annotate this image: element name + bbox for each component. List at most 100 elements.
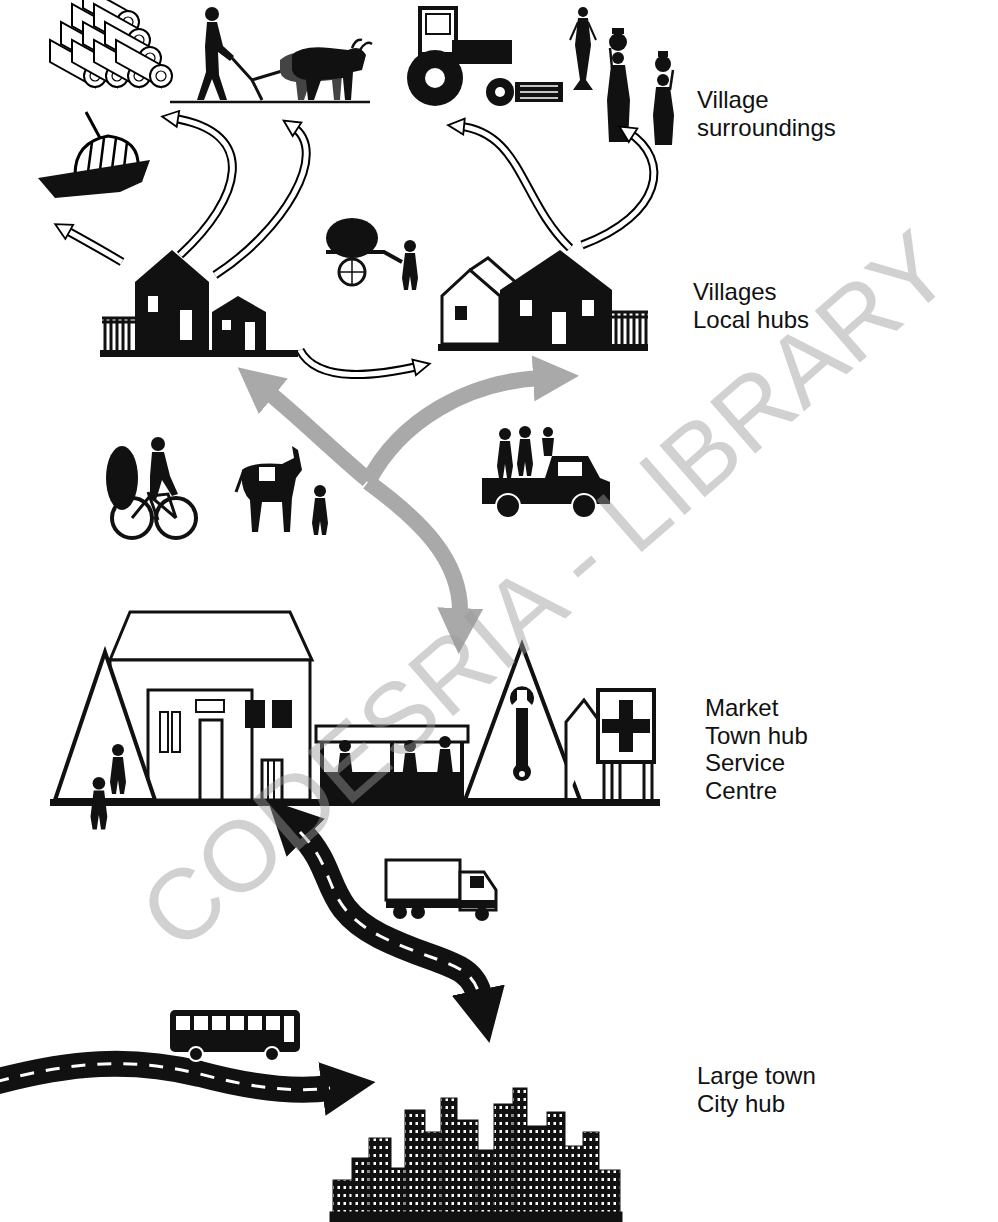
bus (189, 1047, 203, 1061)
market-building (148, 690, 252, 800)
city-skyline (526, 1126, 548, 1222)
level-label: Large town City hub (697, 1062, 827, 1117)
bus (194, 1016, 208, 1030)
pickup-truck (558, 462, 582, 476)
bicycle (106, 437, 196, 538)
clinic-sign (598, 690, 654, 762)
statue-figure (570, 7, 596, 90)
ploughman (170, 7, 370, 102)
road (0, 1064, 330, 1090)
village-houses (180, 310, 192, 340)
flow-arrow (458, 126, 570, 248)
workshop-sign (513, 763, 531, 781)
tractor (426, 14, 450, 34)
workshop-sign (519, 771, 525, 777)
workshop-sign (510, 686, 534, 705)
donkey (242, 446, 302, 532)
bus (284, 1016, 294, 1042)
oxen (292, 47, 366, 100)
tractor (425, 68, 445, 88)
boat (38, 112, 150, 198)
handcart (402, 240, 418, 290)
log-pile (116, 40, 172, 87)
workshop-sign (516, 708, 528, 766)
tractor (407, 8, 563, 106)
tractor (486, 78, 514, 106)
women-carrying-pots (653, 87, 674, 145)
city-skyline (513, 1088, 527, 1222)
pickup-truck (496, 494, 520, 518)
city-skyline (456, 1120, 478, 1222)
lorry (475, 907, 489, 921)
pickup-truck (517, 426, 533, 476)
handcart (339, 259, 365, 285)
handcart (326, 252, 402, 262)
bus (170, 1010, 300, 1061)
ploughman (197, 22, 234, 100)
clinic-sign (566, 700, 600, 800)
market-building (200, 720, 222, 800)
city-skyline (424, 1132, 442, 1222)
village-houses (616, 312, 646, 344)
donkey (258, 466, 276, 482)
level-label: Village surroundings (697, 86, 847, 141)
flow-arrow (64, 118, 654, 375)
flow-arrow (172, 118, 232, 255)
village-houses (245, 322, 255, 350)
ploughman (170, 101, 370, 104)
flow-arrow (215, 126, 306, 275)
tractor (520, 86, 558, 98)
school-sign (110, 744, 126, 794)
bus (212, 1016, 226, 1030)
city-skyline (441, 1098, 457, 1222)
village-houses (500, 250, 612, 344)
bicycle (150, 452, 178, 500)
city-skyline (477, 1150, 495, 1222)
boat (86, 112, 100, 138)
flow-arrow (64, 229, 122, 262)
women-carrying-pots (612, 28, 624, 34)
village-houses (148, 296, 158, 312)
tractor (420, 8, 456, 54)
women-carrying-pots (607, 65, 630, 142)
women-carrying-pots (655, 56, 671, 72)
city-skyline (583, 1132, 599, 1222)
clinic-sign (604, 762, 652, 800)
bus (248, 1016, 262, 1030)
city-skyline (547, 1112, 565, 1222)
bicycle (151, 437, 165, 451)
oxen (280, 40, 372, 100)
bus (170, 1010, 300, 1052)
clinic-sign (602, 700, 650, 752)
pickup-truck (543, 427, 553, 437)
market-building (245, 700, 265, 728)
village-houses (582, 300, 594, 316)
flow-arrow (300, 350, 420, 375)
lorry (386, 860, 496, 921)
flow-arrow (215, 126, 306, 275)
flow-arrow (172, 118, 232, 255)
market-building (196, 700, 224, 712)
bus (176, 1016, 190, 1030)
city-skyline (494, 1104, 514, 1222)
lorry (386, 860, 460, 900)
donkey (236, 470, 244, 492)
transport-arrow (368, 482, 460, 615)
lorry (470, 876, 484, 888)
transport-arrow (368, 378, 540, 482)
women-carrying-pots (607, 28, 674, 145)
tractor (452, 40, 512, 64)
village-houses (105, 318, 129, 350)
handcart (339, 259, 365, 285)
handcart (326, 218, 418, 290)
school-sign (90, 777, 107, 830)
bus (265, 1047, 279, 1061)
oxen (352, 40, 372, 50)
boat (38, 160, 150, 198)
flow-arrow (458, 126, 570, 248)
tractor (495, 87, 505, 97)
log-pile (50, 0, 172, 87)
village-houses (442, 270, 500, 344)
ploughman (205, 7, 219, 21)
